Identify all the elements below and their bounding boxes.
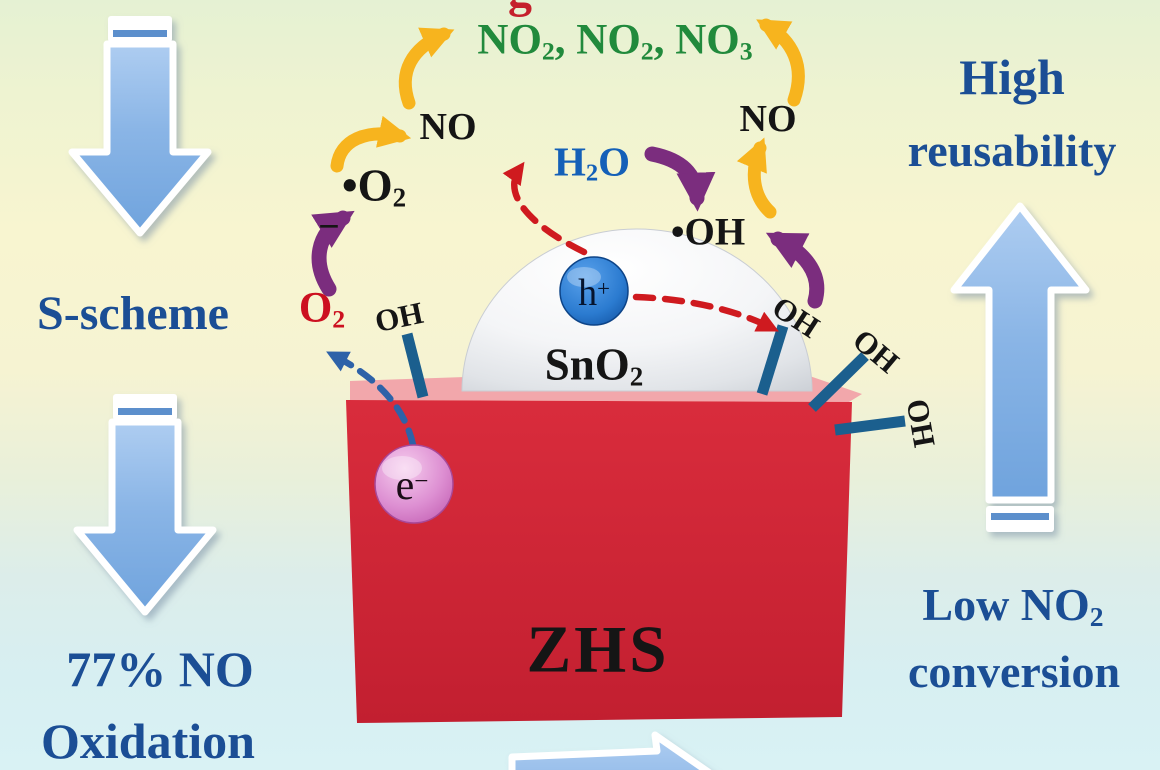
sno2-label: SnO2 bbox=[544, 339, 644, 392]
radical-dot: • bbox=[341, 160, 358, 211]
hole-ball-highlight bbox=[567, 267, 601, 287]
no-label-left: NO bbox=[419, 106, 477, 148]
hole-ball bbox=[559, 256, 629, 326]
red-dashed-arrow-to-h2o bbox=[502, 161, 588, 256]
oh-stick-right-2 bbox=[808, 352, 869, 412]
hydroxyl-radical-label: •OH bbox=[670, 210, 746, 254]
right-arrow-bottom bbox=[508, 731, 712, 770]
cropped-headline-fragment: g bbox=[508, 0, 532, 19]
low-no2-line: Low NO2 bbox=[922, 579, 1104, 633]
electron-ball-highlight bbox=[382, 456, 422, 480]
product-2: NO bbox=[576, 16, 641, 64]
sno2-dome bbox=[461, 228, 813, 392]
yellow-arrow-superoxide-to-no bbox=[330, 115, 412, 173]
electron-ball bbox=[374, 444, 454, 524]
product-1: NO bbox=[477, 16, 542, 64]
high-reusability-line1: High bbox=[959, 49, 1065, 105]
superoxide-label: •O2 bbox=[341, 160, 407, 213]
products-label: NO2, NO2, NO3 bbox=[477, 16, 753, 66]
yellow-arrow-oh-to-no bbox=[736, 137, 777, 219]
down-arrow-bottom-left bbox=[73, 394, 217, 616]
superoxide-charge: − bbox=[318, 206, 340, 248]
no-label-right: NO bbox=[739, 98, 797, 140]
blue-dashed-arrow-electron-to-o2 bbox=[326, 351, 417, 449]
no-oxidation-stat-line1: 77% NO bbox=[66, 641, 254, 697]
red-dashed-arrow-hole-to-oh bbox=[632, 293, 779, 332]
conversion-line: conversion bbox=[907, 646, 1121, 697]
oxygen-label: O2 bbox=[298, 284, 346, 334]
oh-stick-right-3 bbox=[834, 415, 906, 436]
zhs-label: ZHS bbox=[526, 612, 670, 687]
high-reusability-line2: reusability bbox=[907, 125, 1117, 176]
s-scheme-label: S-scheme bbox=[37, 287, 229, 340]
down-arrow-top-left bbox=[68, 16, 212, 237]
zhs-box-front-face bbox=[346, 400, 852, 723]
yellow-arrow-no-to-products-right bbox=[756, 18, 805, 107]
water-label: H2O bbox=[553, 138, 631, 187]
oh-stick-right-1 bbox=[756, 324, 789, 396]
oh-label-right-3: OH bbox=[899, 396, 943, 450]
purple-arrow-lower-to-oh bbox=[765, 231, 825, 309]
yellow-arrow-no-to-products-left bbox=[398, 27, 455, 110]
product-3: NO bbox=[675, 16, 740, 64]
up-arrow-right bbox=[950, 202, 1090, 532]
oh-stick-left bbox=[401, 332, 429, 399]
purple-arrow-h2o-to-oh bbox=[644, 146, 716, 212]
purple-arrow-o2-to-superoxide bbox=[311, 210, 355, 297]
hole-label: h+ bbox=[578, 272, 610, 314]
electron-label: e− bbox=[395, 463, 429, 509]
no-oxidation-stat-line2: Oxidation bbox=[41, 713, 255, 769]
